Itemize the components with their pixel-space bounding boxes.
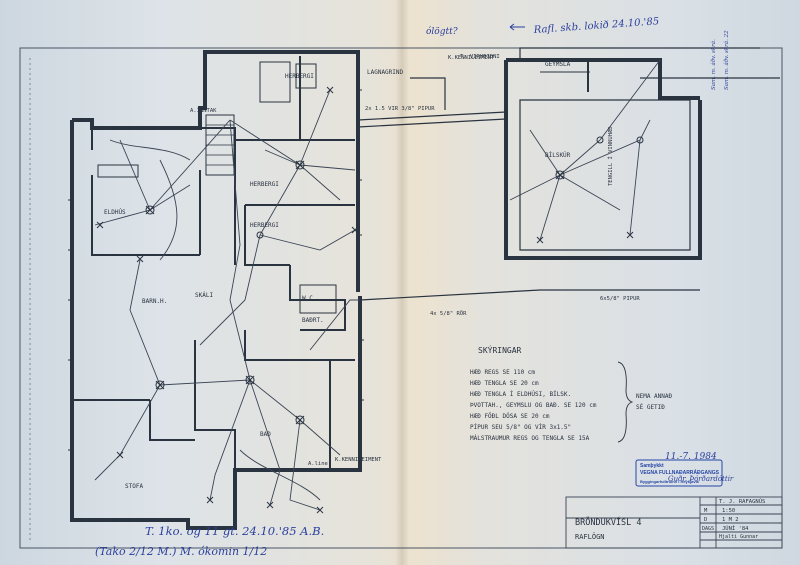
title-signed: Hjalti Gunnar bbox=[719, 534, 758, 540]
title-address: BRÖNDUKVÍSL 4 bbox=[575, 516, 642, 528]
stamp-signature: Guðr. Þórðardóttir bbox=[668, 475, 734, 483]
cable-note-1: 2x 1.5 VIR 3/8" PIPUR bbox=[365, 106, 435, 112]
corridor-pipes bbox=[357, 47, 780, 301]
room-label-eldhus: ELDHÚS bbox=[104, 209, 126, 216]
kennilinumerki-top: K.KENNILEIMENT bbox=[448, 55, 495, 61]
title-block-text: BRÖNDUKVÍSL 4 RAFLÖGN T. J. RAFAGNÚS M 1… bbox=[575, 498, 765, 541]
brace-note-2: SÉ GETIÐ bbox=[636, 403, 665, 411]
garage-walls bbox=[504, 58, 702, 260]
inntak-note: A.INNTAK bbox=[190, 108, 217, 114]
main-house-walls bbox=[70, 50, 362, 530]
room-label-herbergi-1: HERBERGI bbox=[250, 181, 279, 188]
stamp-date: 11.-7. 1984 bbox=[665, 452, 717, 462]
legend-line-7: MÁLSTRAUMUR REGS OG TENGLA SE 15A bbox=[470, 435, 590, 442]
room-label-baurt: BAÐRT. bbox=[302, 317, 324, 324]
title-scale-label: M bbox=[704, 508, 708, 514]
drawing-frame bbox=[19, 47, 783, 549]
title-subtitle: RAFLÖGN bbox=[575, 532, 605, 541]
legend: SKÝRINGAR HÆÐ REGS SE 110 cm HÆÐ TENGLA … bbox=[470, 344, 673, 443]
light-fixtures bbox=[145, 136, 644, 425]
paper-fold bbox=[395, 0, 409, 565]
legend-line-3: HÆÐ TENGLA Í ELDHÚSI, BÍLSK. bbox=[470, 390, 571, 398]
kennilinumerki-bottom: K.KENNILEIMENT bbox=[335, 457, 382, 463]
approval-stamp: Samþykkt VEGNA FULLNAÐARRÁÐGANGS Bygging… bbox=[635, 452, 734, 487]
legend-line-2: HÆÐ TENGLA SE 20 cm bbox=[470, 380, 539, 387]
hand-top-center: ólögtt? bbox=[426, 26, 458, 37]
stamp-line-1: Samþykkt bbox=[640, 463, 664, 469]
room-label-bilskur: BÍLSKÚR bbox=[545, 151, 571, 159]
hand-side-2: Sam. m. áðv. skrá. 22 bbox=[723, 30, 730, 90]
room-label-bad: BAÐ bbox=[260, 431, 271, 438]
room-labels: ELDHÚS HERBERGI HERBERGI HERBERGI SKÁLI … bbox=[104, 61, 571, 490]
legend-line-1: HÆÐ REGS SE 110 cm bbox=[470, 369, 535, 376]
hand-bottom-1: T. 1ko. og 11 gt. 24.10.'85 A.B. bbox=[145, 524, 324, 538]
room-label-geymsla: GEYMSLA bbox=[545, 61, 571, 68]
title-date-label: DAGS bbox=[702, 526, 714, 532]
hand-top-right: Rafl. skb. lokið 24.10.'85 bbox=[532, 16, 659, 36]
title-designer: T. J. RAFAGNÚS bbox=[719, 498, 765, 505]
room-label-wc: W.C. bbox=[302, 295, 316, 302]
switch-marks bbox=[96, 86, 634, 514]
title-date-value: JÚNÍ '84 bbox=[722, 524, 749, 532]
title-drawing-label: D bbox=[704, 517, 707, 523]
window-marks bbox=[68, 89, 364, 451]
stamp-line-2: VEGNA FULLNAÐARRÁÐGANGS bbox=[640, 469, 720, 476]
top-small-note: T. VIRHEIÐNI bbox=[460, 54, 500, 60]
stamp-line-3: Byggingarfulltrúinn í Reykjavík bbox=[640, 479, 700, 484]
title-block bbox=[565, 496, 783, 549]
hand-bottom-2: (Tako 2/12 M.) M. ókomin 1/12 bbox=[95, 545, 267, 558]
cable-note-2: 4x 5/8" RÖR bbox=[430, 310, 467, 317]
room-label-stofa: STOFA bbox=[125, 483, 143, 490]
legend-line-4: ÞVOTTAH., GEYMSLU OG BAÐ. SE 120 cm bbox=[470, 402, 597, 409]
room-label-herbergi-2: HERBERGI bbox=[250, 222, 279, 229]
cable-note-3: 6x5/8" PIPUR bbox=[600, 296, 640, 302]
room-label-skali: SKÁLI bbox=[195, 292, 213, 299]
technical-notes: K.KENNILEIMENT K.KENNILEIMENT A.INNTAK 2… bbox=[190, 54, 640, 467]
room-label-lagnagrind: LAGNAGRIND bbox=[367, 69, 404, 76]
title-drawing-value: 1 M 2 bbox=[722, 517, 739, 523]
brace-note-1: NEMA ANNAÐ bbox=[636, 393, 673, 400]
title-scale-value: 1:50 bbox=[722, 508, 735, 514]
legend-title: SKÝRINGAR bbox=[478, 344, 522, 355]
garage-note: TENGILL Í VINNUHÆÐ bbox=[606, 126, 614, 186]
legend-line-6: PÍPUR SEU 5/8" OG VÍR 3x1.5" bbox=[470, 423, 571, 431]
hand-side-1: Sam. m. áðv. skrá. bbox=[710, 39, 717, 90]
handwritten-notes: ólögtt? Rafl. skb. lokið 24.10.'85 T. 1k… bbox=[95, 16, 730, 558]
room-label-barnaherb: BARN.H. bbox=[142, 298, 167, 305]
vent-note: A.line bbox=[308, 461, 328, 467]
legend-brace bbox=[617, 361, 634, 443]
room-label-herbergi-3: HERBERGI bbox=[285, 73, 314, 80]
legend-line-5: HÆÐ FÖÐL DÓSA SE 20 cm bbox=[470, 413, 550, 420]
